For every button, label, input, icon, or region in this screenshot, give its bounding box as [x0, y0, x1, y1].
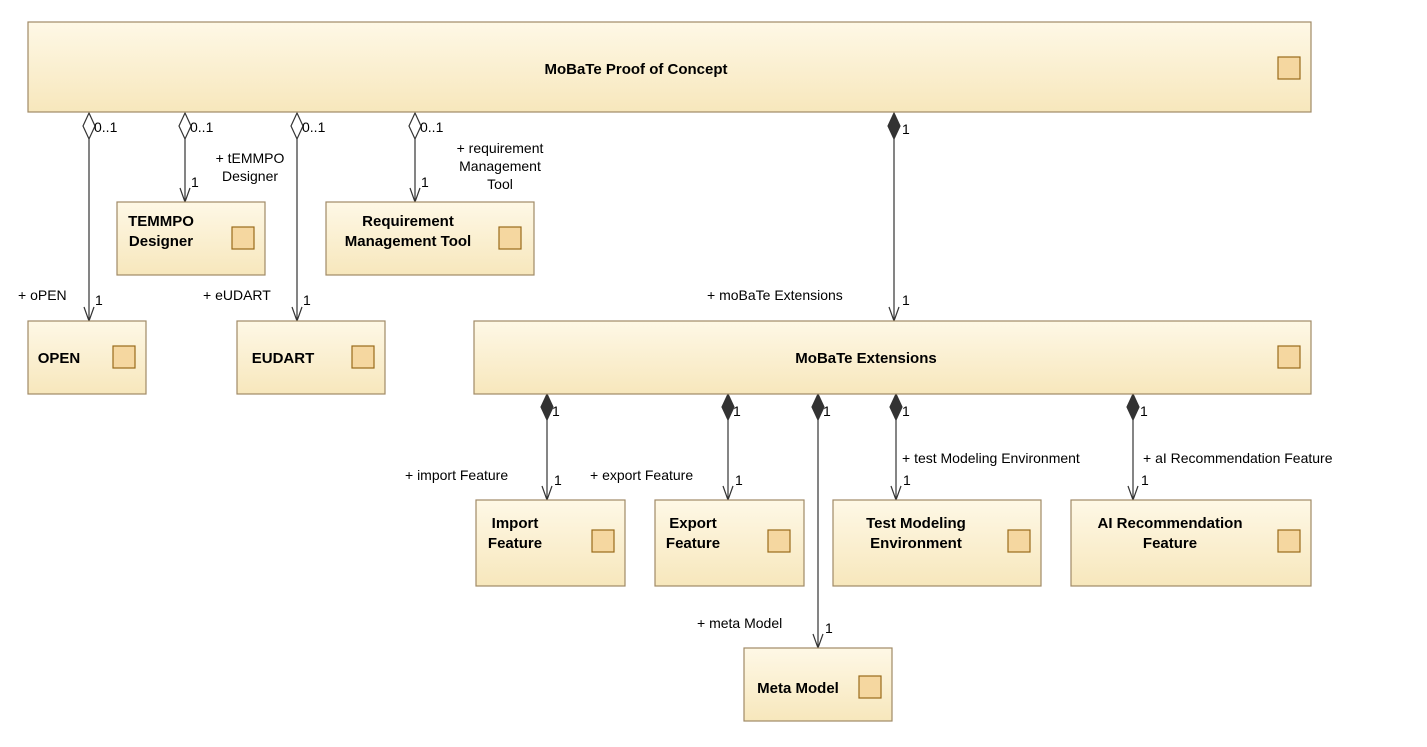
- association-open[interactable]: [82, 111, 96, 323]
- block-icon: [1277, 529, 1301, 553]
- role-name: + requirement: [457, 140, 544, 156]
- role-name: + tEMMPO: [216, 150, 285, 166]
- block-icon: [1277, 345, 1301, 369]
- role-name: + oPEN: [18, 287, 67, 303]
- composition-diamond-icon: [889, 392, 903, 422]
- role-name: + eUDART: [203, 287, 271, 303]
- block-tme-label: Test Modeling: [866, 515, 966, 532]
- target-multiplicity: 1: [825, 620, 833, 636]
- role-name: + import Feature: [405, 467, 508, 483]
- block-icon: [591, 529, 615, 553]
- source-multiplicity: 1: [823, 403, 831, 419]
- composition-diamond-icon: [887, 111, 901, 141]
- block-tme-label: Environment: [870, 535, 962, 552]
- block-icon: [858, 675, 882, 699]
- aggregation-diamond-icon: [290, 111, 304, 141]
- role-name: + moBaTe Extensions: [707, 287, 843, 303]
- block-icon: [498, 226, 522, 250]
- association-tme[interactable]: [889, 392, 903, 502]
- block-icon: [767, 529, 791, 553]
- block-reqmt-label: Requirement: [362, 213, 454, 230]
- target-multiplicity: 1: [95, 292, 103, 308]
- target-multiplicity: 1: [303, 292, 311, 308]
- block-import-label: Feature: [488, 535, 542, 552]
- block-ext-frame: [473, 320, 1312, 395]
- source-multiplicity: 1: [902, 403, 910, 419]
- role-name: Designer: [222, 168, 278, 184]
- target-multiplicity: 1: [903, 472, 911, 488]
- source-multiplicity: 1: [733, 403, 741, 419]
- block-icon: [351, 345, 375, 369]
- block-ai-label: AI Recommendation: [1097, 515, 1242, 532]
- block-ai-label: Feature: [1143, 535, 1197, 552]
- role-name: + test Modeling Environment: [902, 450, 1080, 466]
- association-ai[interactable]: [1126, 392, 1140, 502]
- composition-diamond-icon: [811, 392, 825, 422]
- association-ext[interactable]: [887, 111, 901, 323]
- target-multiplicity: 1: [554, 472, 562, 488]
- target-multiplicity: 1: [1141, 472, 1149, 488]
- block-temmpo-label: Designer: [129, 233, 193, 250]
- block-poc-frame: [27, 21, 1312, 113]
- block-icon: [112, 345, 136, 369]
- role-name: + aI Recommendation Feature: [1143, 450, 1333, 466]
- block-import-label: Import: [492, 515, 539, 532]
- association-export[interactable]: [721, 392, 735, 502]
- source-multiplicity: 0..1: [302, 119, 326, 135]
- block-poc[interactable]: MoBaTe Proof of Concept: [27, 21, 1312, 113]
- aggregation-diamond-icon: [178, 111, 192, 141]
- block-meta-frame: [743, 647, 893, 722]
- role-name: + export Feature: [590, 467, 693, 483]
- target-multiplicity: 1: [735, 472, 743, 488]
- source-multiplicity: 0..1: [420, 119, 444, 135]
- block-reqmt-label: Management Tool: [345, 233, 471, 250]
- block-ext[interactable]: MoBaTe Extensions: [473, 320, 1312, 395]
- aggregation-diamond-icon: [408, 111, 422, 141]
- block-eudart-label: EUDART: [252, 350, 315, 367]
- role-name: + meta Model: [697, 615, 782, 631]
- composition-diamond-icon: [540, 392, 554, 422]
- block-export-label: Export: [669, 515, 717, 532]
- blocks: MoBaTe Proof of ConceptTEMMPODesignerReq…: [27, 21, 1312, 722]
- target-multiplicity: 1: [902, 292, 910, 308]
- role-name: Management: [459, 158, 541, 174]
- composition-diamond-icon: [721, 392, 735, 422]
- block-open[interactable]: OPEN: [27, 320, 147, 395]
- block-icon: [1007, 529, 1031, 553]
- block-eudart[interactable]: EUDART: [236, 320, 386, 395]
- block-icon: [1277, 56, 1301, 80]
- target-multiplicity: 1: [191, 174, 199, 190]
- association-eudart[interactable]: [290, 111, 304, 323]
- composition-diamond-icon: [1126, 392, 1140, 422]
- source-multiplicity: 0..1: [190, 119, 214, 135]
- block-meta-label: Meta Model: [757, 680, 839, 697]
- block-open-label: OPEN: [38, 350, 81, 367]
- role-name: Tool: [487, 176, 513, 192]
- target-multiplicity: 1: [421, 174, 429, 190]
- block-meta[interactable]: Meta Model: [743, 647, 893, 722]
- block-poc-label: MoBaTe Proof of Concept: [544, 61, 727, 78]
- block-ext-label: MoBaTe Extensions: [795, 350, 936, 367]
- block-temmpo[interactable]: TEMMPO Designer: [116, 201, 266, 276]
- source-multiplicity: 0..1: [94, 119, 118, 135]
- block-temmpo-label: TEMMPO: [128, 213, 194, 230]
- block-tme-frame: [832, 499, 1042, 587]
- association-import[interactable]: [540, 392, 554, 502]
- block-ai-frame: [1070, 499, 1312, 587]
- source-multiplicity: 1: [552, 403, 560, 419]
- block-icon: [231, 226, 255, 250]
- source-multiplicity: 1: [1140, 403, 1148, 419]
- aggregation-diamond-icon: [82, 111, 96, 141]
- block-export-label: Feature: [666, 535, 720, 552]
- source-multiplicity: 1: [902, 121, 910, 137]
- labels: 0..1 1 + oPEN 0..1 1 + tEMMPO Designer 0..1 1 + e…: [18, 119, 1333, 636]
- association-meta[interactable]: [811, 392, 825, 650]
